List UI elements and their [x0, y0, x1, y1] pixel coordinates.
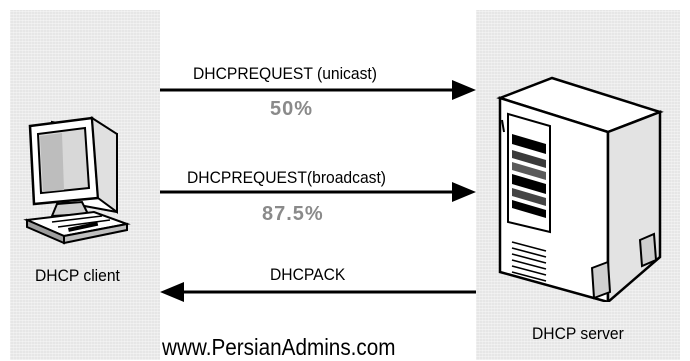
- message-label-request-broadcast: DHCPREQUEST(broadcast): [187, 168, 387, 187]
- arrow-request-unicast: [160, 80, 476, 100]
- message-label-ack: DHCPACK: [270, 265, 346, 284]
- tower-server-icon: [496, 76, 664, 302]
- client-label: DHCP client: [35, 266, 120, 285]
- watermark-url: www.PersianAdmins.com: [162, 334, 396, 360]
- server-label: DHCP server: [532, 324, 624, 343]
- message-label-request-unicast: DHCPREQUEST (unicast): [193, 64, 377, 83]
- message-percent-request-unicast: 50%: [270, 98, 314, 120]
- arrow-request-broadcast: [160, 182, 476, 202]
- arrow-ack: [160, 282, 476, 302]
- message-percent-request-broadcast: 87.5%: [262, 203, 324, 225]
- computer-monitor-icon: [23, 116, 131, 245]
